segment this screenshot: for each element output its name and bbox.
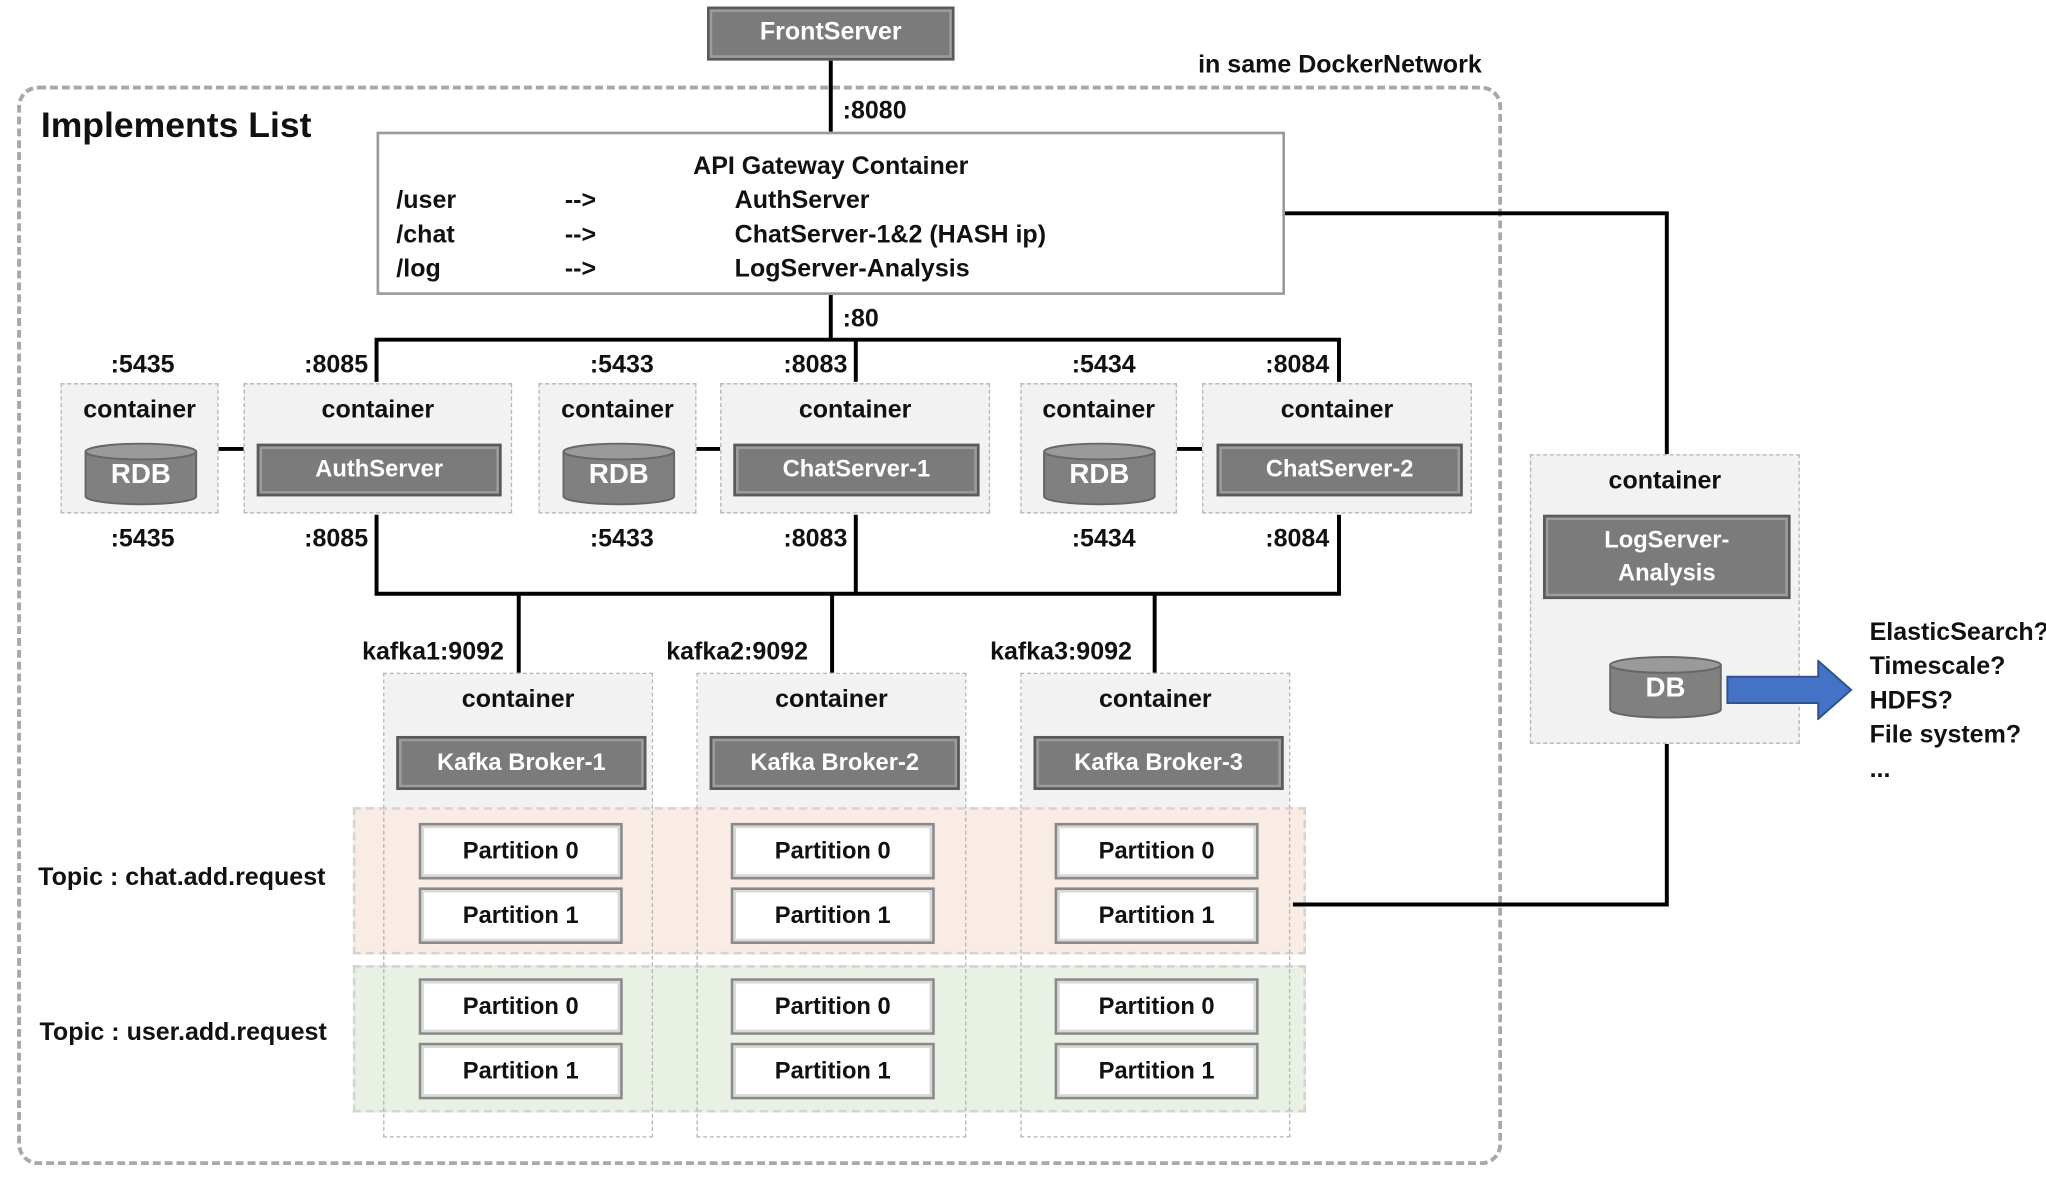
partition-user-b1-1[interactable]: Partition 1 (418, 1042, 623, 1100)
api-gateway-container[interactable]: API Gateway Container /user --> AuthServ… (376, 131, 1286, 295)
route-arrow-chat: --> (564, 221, 597, 249)
rdb-container-1[interactable]: container RDB (60, 383, 219, 514)
container-label: container (461, 685, 575, 714)
container-label: container (1280, 396, 1394, 424)
database-icon (562, 442, 676, 506)
container-label: container (321, 396, 435, 424)
route-target-user: AuthServer (734, 186, 870, 215)
database-icon (1609, 655, 1722, 719)
storage-option-3: HDFS? (1869, 687, 1953, 715)
front-server[interactable]: FrontServer (707, 6, 955, 61)
route-path-user: /user (396, 186, 457, 215)
container-label: container (83, 396, 196, 424)
kafka-broker-3[interactable]: Kafka Broker-3 (1033, 735, 1284, 790)
storage-option-5: ... (1869, 755, 1891, 784)
container-label: container (775, 685, 888, 714)
topic-chat-label: Topic : chat.add.request (38, 863, 326, 892)
route-target-log: LogServer-Analysis (734, 255, 970, 284)
partition-chat-b1-0[interactable]: Partition 0 (418, 822, 623, 880)
route-arrow-log: --> (564, 255, 597, 284)
route-path-log: /log (396, 255, 441, 284)
chat-server-1[interactable]: ChatServer-1 (733, 443, 980, 497)
rdb-container-2[interactable]: container RDB (538, 383, 697, 514)
diagram-title: Implements List (40, 105, 312, 145)
log-server-analysis[interactable]: LogServer-Analysis (1543, 514, 1791, 600)
database-icon (84, 442, 198, 506)
docker-network-boundary (17, 85, 1503, 1166)
kafka-broker-1[interactable]: Kafka Broker-1 (396, 735, 647, 790)
route-path-chat: /chat (396, 221, 455, 249)
kafka1-host-label: kafka1:9092 (362, 638, 504, 667)
kafka-broker-2-container[interactable]: container Kafka Broker-2 (696, 672, 967, 1138)
kafka2-host-label: kafka2:9092 (666, 638, 809, 667)
chat-server-1-container[interactable]: container ChatServer-1 (720, 383, 991, 514)
port-auth-bottom: :8085 (304, 525, 369, 553)
container-label: container (1608, 467, 1722, 496)
auth-server-container[interactable]: container AuthServer (243, 383, 513, 514)
partition-chat-b1-1[interactable]: Partition 1 (418, 887, 623, 945)
chat-server-2[interactable]: ChatServer-2 (1216, 443, 1463, 497)
storage-option-1: ElasticSearch? (1869, 618, 2046, 647)
route-target-chat: ChatServer-1&2 (HASH ip) (734, 221, 1047, 249)
port-front: :8080 (842, 97, 907, 126)
arrow-right-icon (1726, 659, 1853, 721)
network-label: in same DockerNetwork (1198, 51, 1482, 79)
storage-option-2: Timescale? (1869, 653, 2006, 681)
log-database: DB (1609, 655, 1722, 719)
port-gateway-down: :80 (842, 305, 879, 334)
auth-server[interactable]: AuthServer (256, 443, 502, 497)
topic-user-label: Topic : user.add.request (39, 1019, 327, 1047)
port-rdb2-top: :5433 (589, 351, 654, 380)
database-icon (1043, 442, 1156, 506)
port-auth-top: :8085 (304, 351, 369, 380)
port-chat2-bottom: :8084 (1265, 525, 1330, 553)
port-rdb2-bottom: :5433 (589, 525, 654, 553)
kafka-broker-1-container[interactable]: container Kafka Broker-1 (383, 672, 654, 1138)
partition-user-b3-1[interactable]: Partition 1 (1054, 1042, 1259, 1100)
port-rdb1-top: :5435 (110, 351, 175, 380)
port-rdb1-bottom: :5435 (110, 525, 175, 553)
port-rdb3-bottom: :5434 (1071, 525, 1136, 553)
partition-user-b3-0[interactable]: Partition 0 (1054, 978, 1259, 1035)
partition-chat-b3-0[interactable]: Partition 0 (1054, 822, 1259, 880)
gateway-title: API Gateway Container (693, 152, 969, 181)
container-label: container (1042, 396, 1156, 424)
partition-chat-b2-1[interactable]: Partition 1 (730, 887, 935, 945)
log-server-container[interactable]: container LogServer-Analysis DB (1529, 454, 1800, 744)
partition-user-b2-1[interactable]: Partition 1 (730, 1042, 935, 1100)
port-chat1-bottom: :8083 (783, 525, 848, 553)
kafka3-host-label: kafka3:9092 (990, 638, 1132, 667)
route-arrow-user: --> (564, 186, 597, 215)
port-rdb3-top: :5434 (1071, 351, 1136, 380)
rdb-database: RDB (84, 442, 198, 506)
partition-user-b2-0[interactable]: Partition 0 (730, 978, 935, 1035)
container-label: container (561, 396, 674, 424)
kafka-broker-2[interactable]: Kafka Broker-2 (709, 735, 960, 790)
chat-server-2-container[interactable]: container ChatServer-2 (1202, 383, 1472, 514)
container-label: container (1099, 685, 1212, 714)
partition-chat-b3-1[interactable]: Partition 1 (1054, 887, 1259, 945)
partition-user-b1-0[interactable]: Partition 0 (418, 978, 623, 1035)
rdb-container-3[interactable]: container RDB (1020, 383, 1178, 514)
storage-option-4: File system? (1869, 721, 2022, 750)
port-chat1-top: :8083 (783, 351, 848, 380)
container-label: container (798, 396, 912, 424)
rdb-database: RDB (562, 442, 676, 506)
kafka-broker-3-container[interactable]: container Kafka Broker-3 (1020, 672, 1291, 1138)
partition-chat-b2-0[interactable]: Partition 0 (730, 822, 935, 880)
port-chat2-top: :8084 (1265, 351, 1330, 380)
rdb-database: RDB (1043, 442, 1156, 506)
